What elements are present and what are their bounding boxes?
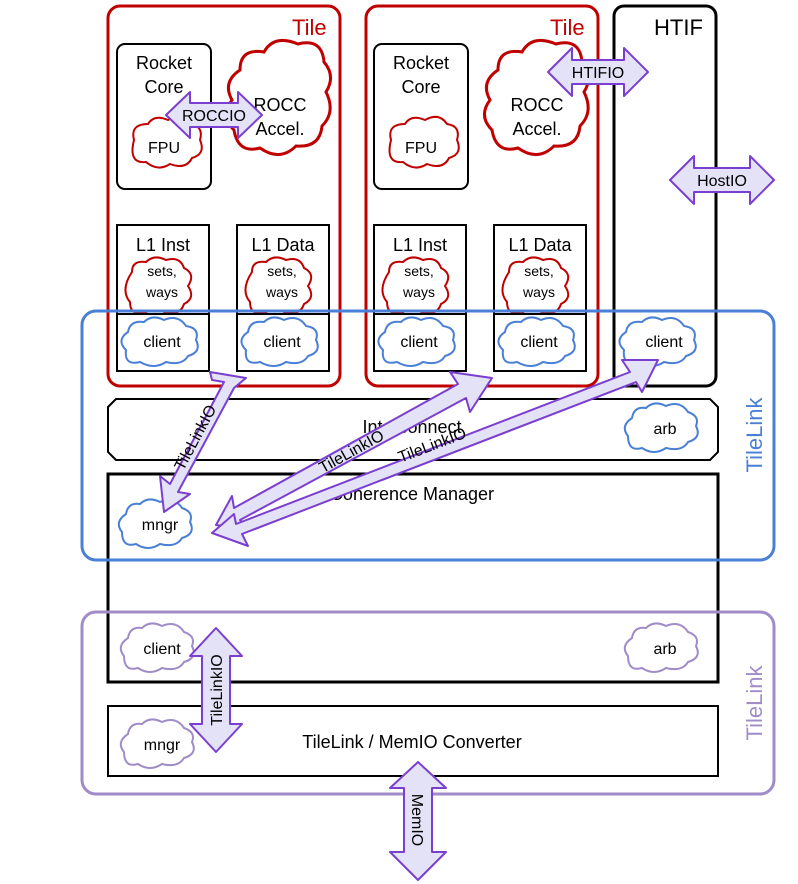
htifio-label: HTIFIO (572, 65, 624, 82)
interconnect-bar (107, 398, 719, 461)
tile-2-inst-client-label: client (400, 334, 438, 351)
memio-arrow (389, 761, 447, 881)
converter-title: TileLink / MemIO Converter (302, 732, 521, 752)
hostio-arrow (669, 155, 775, 205)
converter-mngr-label: mngr (144, 737, 181, 754)
tile-1-inst-client-label: client (143, 334, 181, 351)
tile-2-l1-inst-label: L1 Inst (393, 235, 447, 255)
tile-1-data-client-cloud (240, 316, 319, 367)
tile-2-fpu-label: FPU (405, 140, 437, 157)
roccio-arrow (165, 91, 263, 139)
tile-1-l1-data-label: L1 Data (251, 235, 315, 255)
tile-2-l1-inst-cfg-2: ways (402, 284, 435, 300)
tile-1-l1-inst-label: L1 Inst (136, 235, 190, 255)
htif-client-label: client (645, 334, 683, 351)
tile-2-rocc-label-1: ROCC (511, 95, 564, 115)
tile-2-core-label-1: Rocket (393, 53, 449, 73)
coherence-arb-label: arb (653, 641, 676, 658)
tile-2-l1-data-cfg-2: ways (522, 284, 555, 300)
tile-1-core-label-2: Core (144, 77, 183, 97)
network-arb-label: arb (653, 421, 676, 438)
tile-1-l1-data-cfg-1: sets, (267, 263, 297, 279)
tile-1-rocc-label-1: ROCC (254, 95, 307, 115)
htifio-arrow (547, 47, 649, 97)
tile-1-inst-client-cloud (120, 316, 199, 367)
tile-1-title: Tile (292, 15, 327, 40)
tilelinkio-arrow-outer (189, 627, 243, 753)
network-arb-cloud (623, 402, 699, 453)
hostio-label: HostIO (697, 173, 747, 190)
tile-1-fpu-label: FPU (148, 140, 180, 157)
coherence-client-label: client (143, 641, 181, 658)
converter-mngr-cloud (119, 718, 195, 769)
tile-2-data-client-cloud (497, 316, 576, 367)
tile-2-fpu-cloud (388, 115, 460, 169)
coherence-mngr-label: mngr (142, 517, 179, 534)
tilelinkio-arrow-tile1 (159, 371, 247, 513)
arrows (159, 47, 775, 881)
tile-2-data-client-label: client (520, 334, 558, 351)
tile-1-data-client-label: client (263, 334, 301, 351)
tile-2-inst-client-cloud (377, 316, 456, 367)
htif-block: HTIF (612, 4, 718, 388)
tile-1-l1-inst-cfg-1: sets, (147, 263, 177, 279)
tile-2-core-label-2: Core (401, 77, 440, 97)
tilelinkio-arrow-htif (211, 359, 659, 547)
tile-2-l1-inst-cfg-1: sets, (404, 263, 434, 279)
tile-2-l1-data-label: L1 Data (508, 235, 572, 255)
tilelink-endpoints: arb mngr client arb mngr (117, 402, 699, 769)
tilelink-coherent-boundary (80, 309, 776, 562)
tile-1-l1-data-cfg-2: ways (265, 284, 298, 300)
tile-2-rocc-label-2: Accel. (512, 119, 561, 139)
coherence-arb-cloud (623, 622, 699, 673)
tilelinkio-label-outer: TileLinkIO (209, 654, 226, 725)
tile-2-title: Tile (550, 15, 585, 40)
client-ports: client client client client client (116, 313, 697, 372)
tilelink-coherent-label: TileLink (742, 397, 767, 473)
coherence-manager-title: Coherence Manager (330, 484, 494, 504)
htif-title: HTIF (654, 15, 703, 40)
tile-2-l1-data-cfg-1: sets, (524, 263, 554, 279)
tile-1-rocc-label-2: Accel. (255, 119, 304, 139)
roccio-label: ROCCIO (182, 108, 246, 125)
tile-1-core-label-1: Rocket (136, 53, 192, 73)
memio-label: MemIO (408, 794, 425, 846)
coherence-mngr-cloud (117, 498, 193, 549)
tilelink-outer-label: TileLink (742, 665, 767, 741)
tile-1-l1-inst-cfg-2: ways (145, 284, 178, 300)
htif-boundary (612, 4, 718, 388)
